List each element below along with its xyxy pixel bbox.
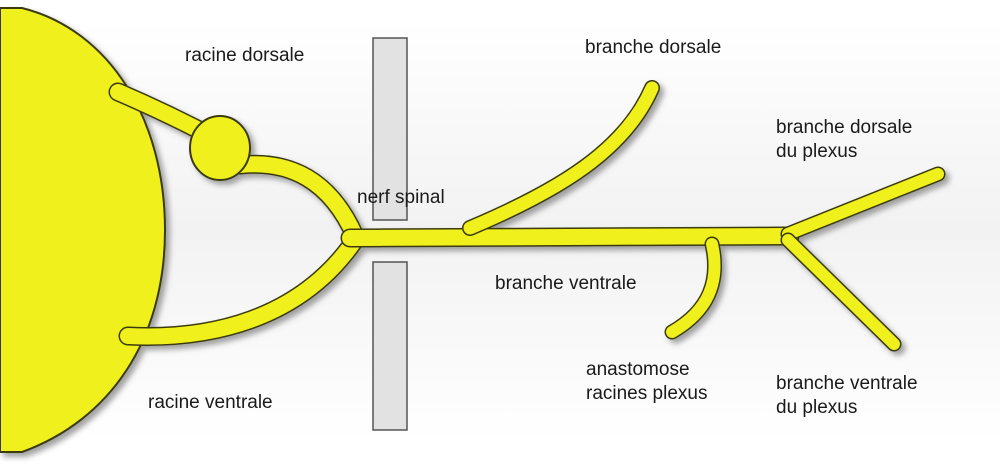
label-branche-dorsale: branche dorsale <box>585 36 721 60</box>
ventral-plexus-branch <box>782 234 900 350</box>
branche-ventrale-text: branche ventrale <box>495 273 637 294</box>
racine-dorsale-text: racine dorsale <box>185 45 305 66</box>
spinal-nerve-trunk <box>342 228 798 246</box>
label-anastomose: anastomose racines plexus <box>586 358 707 406</box>
label-nerf-spinal: nerf spinal <box>357 186 445 210</box>
label-racine-ventrale: racine ventrale <box>148 391 273 415</box>
branche-dorsale-plexus-line1: branche dorsale <box>776 117 913 138</box>
nerve-group <box>0 7 946 453</box>
spinal-ganglion <box>189 115 251 181</box>
anastomose-branch <box>666 238 721 338</box>
label-branche-ventrale: branche ventrale <box>495 272 637 296</box>
label-branche-dorsale-plexus: branche dorsale du plexus <box>776 116 912 164</box>
racine-ventrale-text: racine ventrale <box>148 392 273 413</box>
label-branche-ventrale-plexus: branche ventrale du plexus <box>776 372 918 420</box>
anastomose-line2: racines plexus <box>586 383 708 404</box>
dorsal-plexus-branch <box>782 168 944 240</box>
foramen-lower <box>372 261 408 431</box>
anastomose-line1: anastomose <box>586 359 690 380</box>
branche-ventrale-plexus-line1: branche ventrale <box>776 373 918 394</box>
dorsal-root-to-junction <box>232 156 363 244</box>
branche-dorsale-plexus-line2: du plexus <box>776 141 858 162</box>
ventral-root <box>120 232 363 345</box>
foramen-upper <box>372 37 408 221</box>
branche-ventrale-plexus-line2: du plexus <box>776 397 858 418</box>
dorsal-branch <box>463 81 659 235</box>
label-racine-dorsale: racine dorsale <box>185 44 304 68</box>
nerf-spinal-text: nerf spinal <box>357 187 445 208</box>
branche-dorsale-text: branche dorsale <box>585 37 722 58</box>
